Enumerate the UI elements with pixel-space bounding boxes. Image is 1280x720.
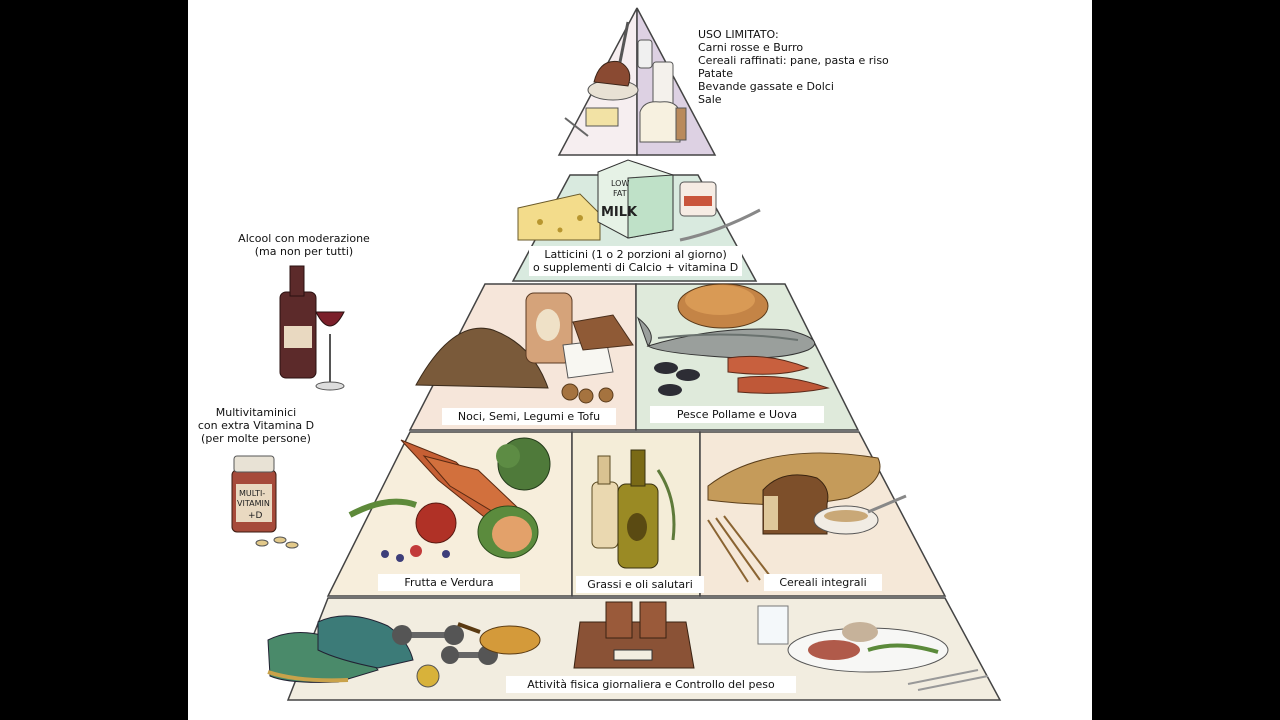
salmon-fish-icon bbox=[636, 316, 816, 359]
bottle-text-1: MULTI- bbox=[239, 489, 265, 498]
roast-chicken-icon bbox=[677, 283, 769, 329]
base-tier bbox=[267, 597, 1002, 701]
weight-scale-icon bbox=[573, 601, 695, 669]
vitamins-note-line3: (per molte persone) bbox=[201, 432, 311, 445]
carton-text-fat: FAT bbox=[613, 189, 627, 198]
mussels-icon bbox=[654, 362, 700, 396]
cheese-icon bbox=[517, 193, 601, 241]
whole-grains-label: Cereali integrali bbox=[764, 574, 882, 591]
fruit-veg-label: Frutta e Verdura bbox=[378, 574, 520, 591]
limited-use-item: Patate bbox=[698, 67, 734, 80]
yogurt-icon bbox=[679, 181, 761, 242]
butter-icon bbox=[564, 107, 619, 137]
top-tier bbox=[557, 7, 717, 156]
fruits-vegetables-icon bbox=[348, 437, 551, 562]
limited-use-item: Sale bbox=[698, 93, 722, 106]
ping-pong-paddle-icon bbox=[457, 622, 541, 655]
vitamins-note: Multivitaminici con extra Vitamina D (pe… bbox=[188, 406, 324, 445]
bottle-text-3: +D bbox=[248, 511, 263, 521]
vitamin-bottle-icon: MULTI- VITAMIN +D bbox=[231, 455, 299, 549]
limited-use-note: USO LIMITATO: Carni rosse e Burro Cereal… bbox=[698, 28, 889, 106]
limited-use-heading: USO LIMITATO: bbox=[698, 28, 779, 41]
plant-tier bbox=[326, 431, 947, 597]
carton-text-low: LOW bbox=[611, 179, 629, 188]
whole-grain-bread-icon bbox=[707, 452, 907, 583]
limited-use-item: Cereali raffinati: pane, pasta e riso bbox=[698, 54, 889, 67]
carton-text-milk: MILK bbox=[601, 205, 638, 220]
vitamins-note-line1: Multivitaminici bbox=[215, 406, 297, 419]
milk-carton-icon: LOW FAT MILK bbox=[597, 159, 674, 239]
pyramid-illustration: LOW FAT MILK bbox=[231, 7, 1002, 701]
olive-oil-bottles-icon bbox=[591, 449, 676, 569]
activity-label: Attività fisica giornaliera e Controllo … bbox=[506, 676, 796, 693]
dairy-label-line2: o supplementi di Calcio + vitamina D bbox=[533, 261, 739, 274]
food-pyramid-canvas: LOW FAT MILK bbox=[188, 0, 1092, 720]
dinner-plate-icon bbox=[787, 622, 989, 691]
nuts-seeds-icon bbox=[415, 292, 634, 404]
bottle-text-2: VITAMIN bbox=[237, 499, 270, 508]
limited-use-item: Bevande gassate e Dolci bbox=[698, 80, 834, 93]
dairy-label: Latticini (1 o 2 porzioni al giorno) o s… bbox=[529, 246, 743, 276]
water-glass-icon bbox=[757, 605, 789, 645]
dairy-label-line1: Latticini (1 o 2 porzioni al giorno) bbox=[544, 248, 727, 261]
alcohol-note-line2: (ma non per tutti) bbox=[254, 245, 354, 258]
fish-fillet-icon bbox=[727, 355, 830, 394]
alcohol-note: Alcool con moderazione (ma non per tutti… bbox=[228, 232, 380, 258]
protein-tier bbox=[408, 283, 860, 431]
dumbbells-icon bbox=[392, 625, 498, 688]
red-meat-icon bbox=[587, 21, 639, 101]
limited-use-item: Carni rosse e Burro bbox=[698, 41, 804, 54]
healthy-fats-label: Grassi e oli salutari bbox=[576, 576, 704, 593]
white-bread-icon bbox=[639, 101, 687, 143]
wine-icon bbox=[279, 265, 345, 391]
nuts-label: Noci, Semi, Legumi e Tofu bbox=[442, 408, 616, 425]
sneakers-icon bbox=[267, 615, 414, 683]
vitamins-note-line2: con extra Vitamina D bbox=[197, 419, 315, 432]
alcohol-note-line1: Alcool con moderazione bbox=[238, 232, 370, 245]
fish-poultry-label: Pesce Pollame e Uova bbox=[650, 406, 824, 423]
